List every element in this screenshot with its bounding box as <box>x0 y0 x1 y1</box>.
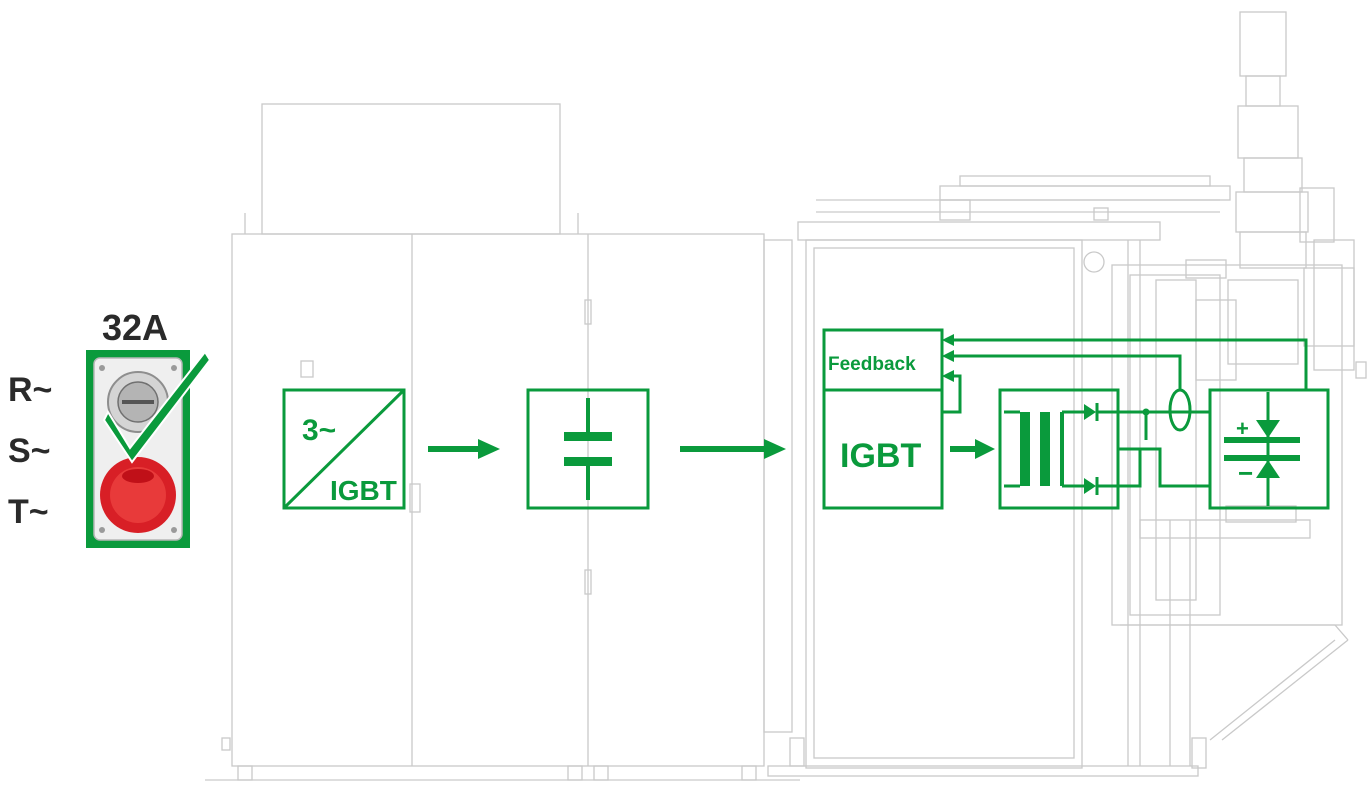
feedback-label: Feedback <box>828 354 916 375</box>
capacitor-icon <box>564 398 612 500</box>
power-socket <box>86 350 212 548</box>
rectifier-block <box>282 388 406 510</box>
feedback-lines <box>942 334 1308 390</box>
output-block <box>1208 388 1330 510</box>
dc-link-block <box>526 388 650 510</box>
inverter-label: IGBT <box>840 437 921 475</box>
phase-label-t: T~ <box>8 493 49 531</box>
phase-labels: R~ S~ T~ <box>8 371 52 531</box>
weld-electrode-icon <box>1224 392 1300 506</box>
supply-rating: 32A <box>102 307 168 348</box>
transformer-block <box>998 388 1120 510</box>
checkmark-icon <box>102 350 212 464</box>
inverter-block <box>822 328 944 510</box>
minus-label: − <box>1238 458 1253 488</box>
rectifier-output-label: IGBT <box>330 475 397 506</box>
machine-outline <box>205 11 1367 781</box>
rating-label: 32A <box>102 307 168 348</box>
plus-label: + <box>1236 416 1249 441</box>
feedback-loop <box>942 370 962 414</box>
arrow-rectifier-to-dclink <box>428 439 500 459</box>
phase-label-r: R~ <box>8 371 52 409</box>
transformer-rectifier-icon <box>1004 403 1118 495</box>
rectifier-input-label: 3~ <box>302 414 336 447</box>
phase-label-s: S~ <box>8 432 51 470</box>
arrow-inverter-to-transformer <box>950 439 995 459</box>
arrow-dclink-to-inverter <box>680 439 786 459</box>
